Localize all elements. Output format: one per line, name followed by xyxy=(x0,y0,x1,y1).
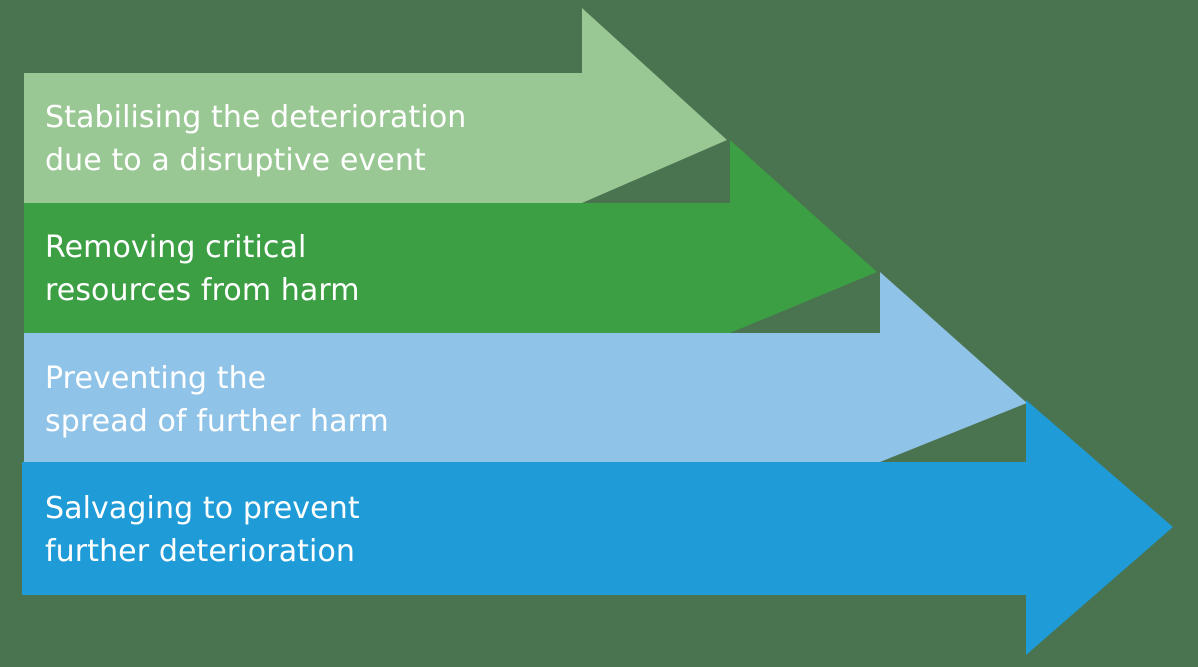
arrow-shape-step-4 xyxy=(22,400,1173,655)
step-label-1: Stabilising the deterioration due to a d… xyxy=(45,100,467,178)
arrow-shape-step-3 xyxy=(24,272,1027,462)
step-label-2: Removing critical resources from harm xyxy=(45,230,360,308)
step-label-4: Salvaging to prevent further deteriorati… xyxy=(45,491,360,569)
arrow-shape-step-2 xyxy=(24,140,877,333)
arrow-shape-step-1 xyxy=(24,8,727,203)
step-label-3: Preventing the spread of further harm xyxy=(45,361,389,439)
